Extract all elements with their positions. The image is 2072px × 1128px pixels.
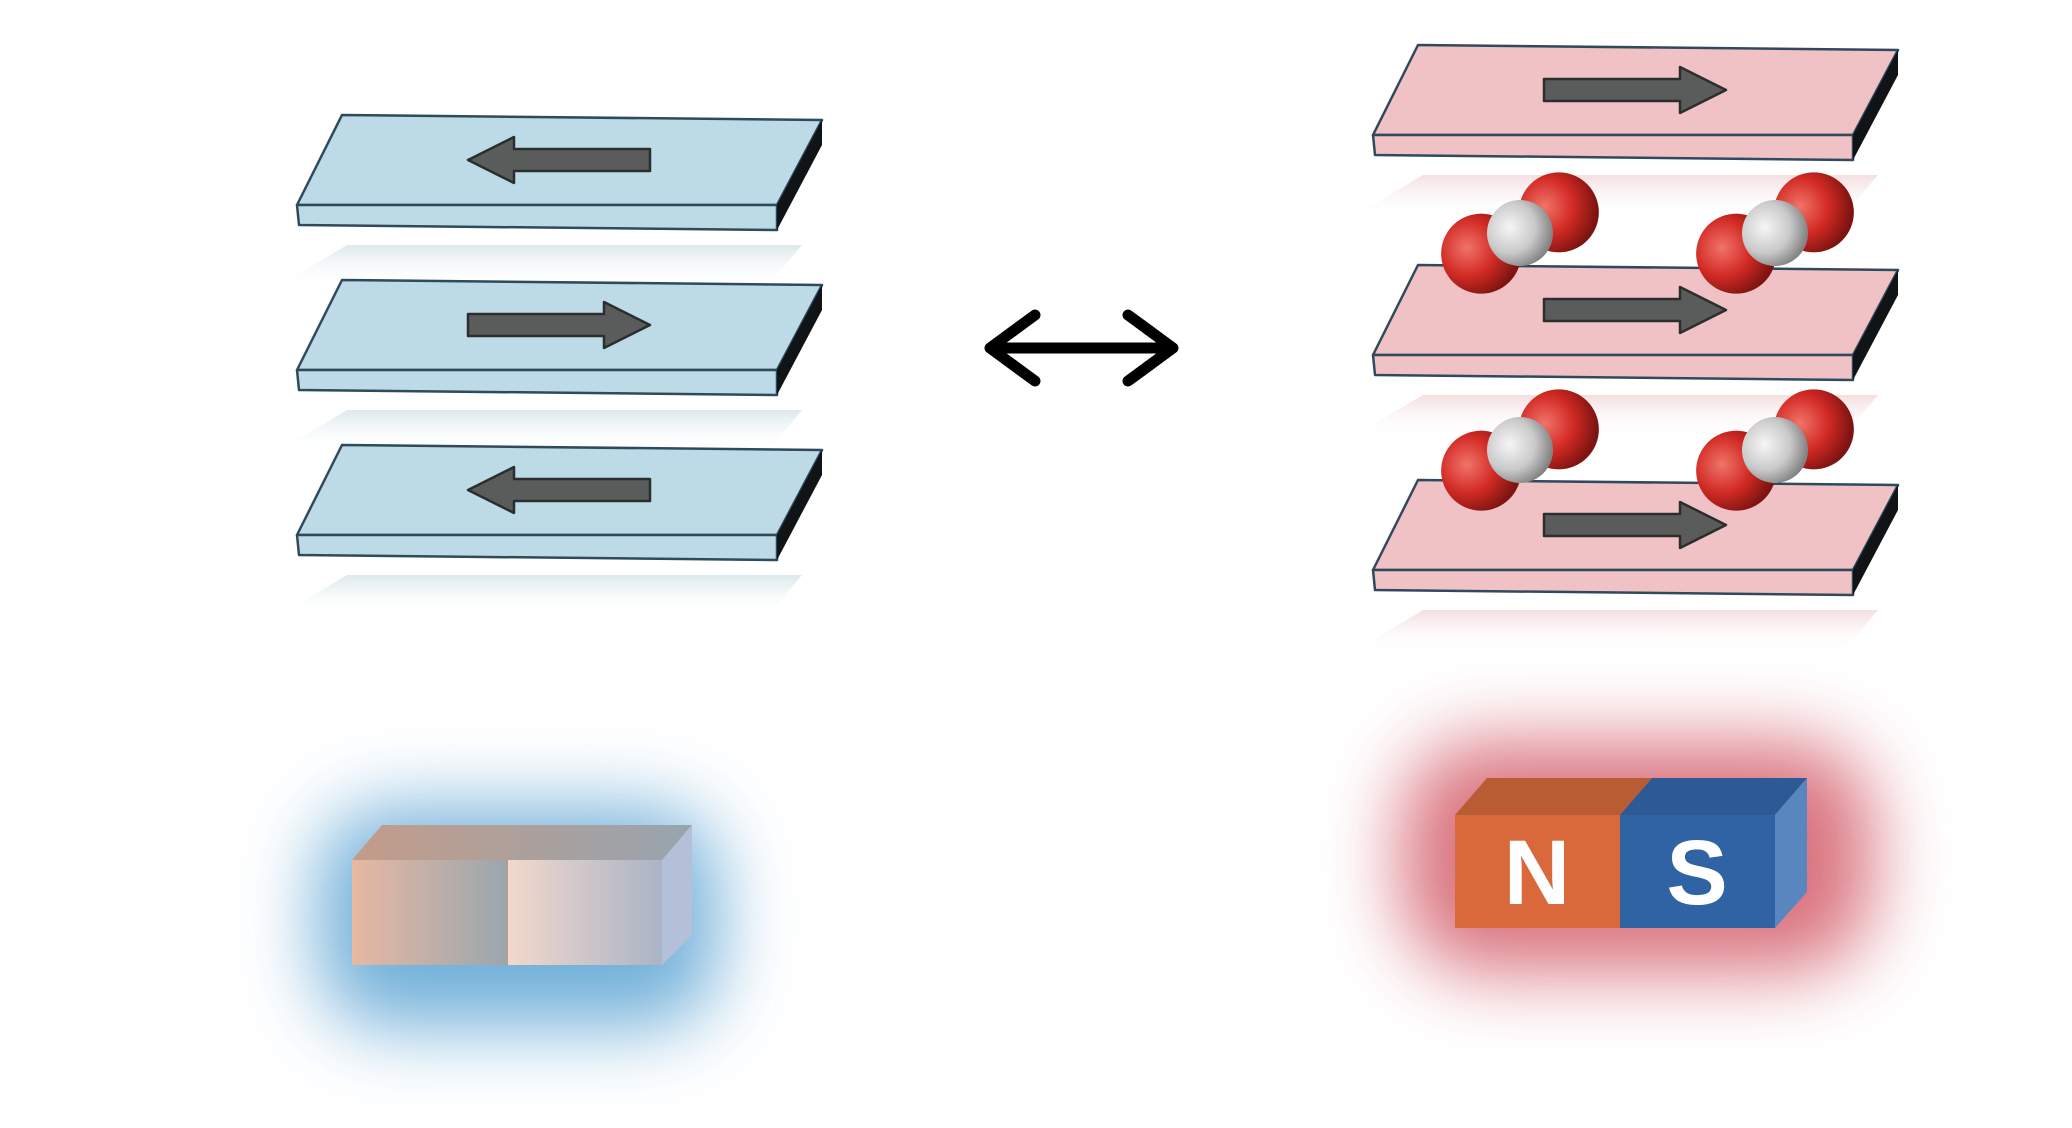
magnetized-magnet: N S [1402,742,1872,972]
left-layer-1 [277,113,824,287]
co2-molecule [1696,172,1854,294]
right-layer-2 [1353,263,1900,437]
magnet-right-half [507,860,662,965]
layer-front-face [1371,133,1855,162]
unmagnetized-magnet [318,808,718,1028]
magnet-top-face-s [1620,778,1807,815]
carbon-atom [1487,200,1553,266]
left-layer-3 [277,443,824,617]
right-layer-1 [1353,43,1900,217]
layer-shadow [1353,395,1878,437]
carbon-atom [1487,417,1553,483]
layer-shadow [277,245,802,287]
co2-molecule [1441,172,1599,294]
magnet-top-face-n [1455,778,1652,815]
layer-edge [1853,485,1898,595]
carbon-atom [1742,200,1808,266]
magnet-top-face [352,825,692,860]
layer-shadow [277,410,802,452]
co2-molecule [1696,389,1854,511]
layer-front-face [1371,353,1855,382]
layer-front-face [1371,568,1855,597]
layer-shadow [1353,610,1878,652]
magnet-side-face-s [1775,778,1807,928]
spin-right-arrow-icon [466,300,652,350]
layer-shadow [1353,175,1878,217]
right-layer-3 [1353,478,1900,652]
layer-edge [1853,270,1898,380]
spin-right-arrow-icon [1542,500,1728,550]
magnet-left-half [352,860,507,965]
south-pole-label: S [1666,822,1727,924]
layer-front-face [295,203,779,232]
double-headed-arrow-icon [984,309,1179,387]
layer-edge [777,450,822,560]
carbon-atom [1742,417,1808,483]
north-pole-label: N [1504,822,1570,924]
co2-molecule-group [1441,172,1854,511]
spin-right-arrow-icon [1542,285,1728,335]
left-layer-2 [277,278,824,452]
spin-left-arrow-icon [466,465,652,515]
layer-edge [777,285,822,395]
co2-molecule [1441,389,1599,511]
right-layer-stack [1353,43,1900,652]
spin-right-arrow-icon [1542,65,1728,115]
layer-front-face [295,368,779,397]
spin-left-arrow-icon [466,135,652,185]
left-layer-stack [277,113,824,617]
layer-shadow [277,575,802,617]
layer-edge [1853,50,1898,160]
magnet-side-face [662,825,692,965]
south-pole [1620,815,1775,928]
north-pole [1455,815,1620,928]
layer-front-face [295,533,779,562]
layer-edge [777,120,822,230]
